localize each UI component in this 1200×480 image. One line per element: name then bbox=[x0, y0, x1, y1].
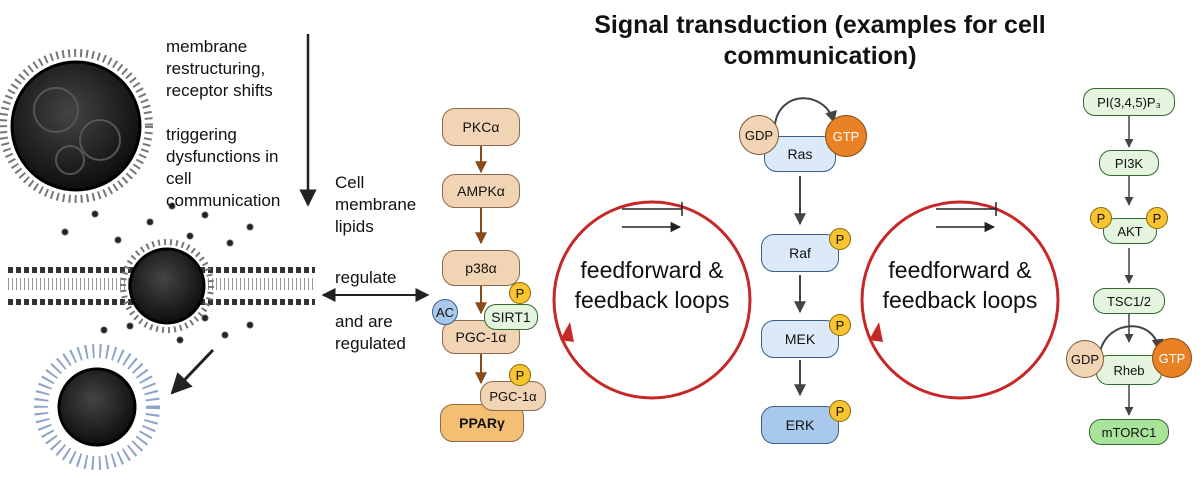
node-pgc1a: PGC-1α bbox=[442, 320, 520, 354]
figure-title: Signal transduction (examples for cell c… bbox=[594, 11, 1046, 70]
badge-p-akt-left: P bbox=[1090, 207, 1112, 229]
node-sirt1: SIRT1 bbox=[484, 304, 538, 330]
badge-ac: AC bbox=[432, 299, 458, 325]
badge-gtp-ras: GTP bbox=[825, 115, 867, 157]
node-ampka: AMPKα bbox=[442, 174, 520, 208]
note-triggering-dysfunctions: triggering dysfunctions in cell communic… bbox=[166, 125, 281, 210]
lipid-vesicle-small bbox=[34, 344, 160, 470]
badge-gdp-ras: GDP bbox=[739, 115, 779, 155]
loop-right-label: feedforward & feedback loops bbox=[882, 257, 1038, 313]
diagonal-arrow bbox=[170, 348, 215, 395]
node-mtorc1: mTORC1 bbox=[1089, 419, 1169, 445]
pi3k-pathway-arrows bbox=[1099, 116, 1164, 416]
badge-gdp-rheb: GDP bbox=[1066, 340, 1104, 378]
note-cell-membrane-lipids: Cell membrane lipids bbox=[335, 173, 417, 236]
node-erk: ERK bbox=[761, 406, 839, 444]
note-regulate: regulate bbox=[335, 268, 397, 287]
node-pip3: PI(3,4,5)P₃ bbox=[1083, 88, 1175, 116]
badge-gtp-rheb: GTP bbox=[1152, 338, 1192, 378]
loop-left-label: feedforward & feedback loops bbox=[574, 257, 730, 313]
note-and-are-regulated: and are regulated bbox=[335, 312, 406, 353]
badge-p-raf: P bbox=[829, 228, 851, 250]
node-pkca: PKCα bbox=[442, 108, 520, 146]
node-raf: Raf bbox=[761, 234, 839, 272]
note-membrane-restructuring: membrane restructuring, receptor shifts bbox=[166, 37, 273, 100]
node-rheb: Rheb bbox=[1096, 355, 1162, 385]
badge-p-erk: P bbox=[829, 400, 851, 422]
badge-p-sirt1: P bbox=[509, 282, 531, 304]
node-mek: MEK bbox=[761, 320, 839, 358]
feedback-loop-left bbox=[552, 200, 752, 400]
badge-p-akt-right: P bbox=[1146, 207, 1168, 229]
node-tsc12: TSC1/2 bbox=[1093, 288, 1165, 314]
badge-p-mek: P bbox=[829, 314, 851, 336]
node-pi3k: PI3K bbox=[1099, 150, 1159, 176]
node-pgc1a-phospho: PGC-1α bbox=[480, 381, 546, 411]
node-akt: AKT bbox=[1103, 218, 1157, 244]
free-lipids bbox=[61, 202, 254, 344]
node-p38a: p38α bbox=[442, 250, 520, 286]
lipid-vesicle-large bbox=[0, 49, 153, 203]
cell-membrane-bilayer bbox=[8, 239, 315, 333]
ras-pathway-arrows bbox=[774, 97, 837, 397]
badge-p-pgc1a: P bbox=[509, 364, 531, 386]
feedback-loop-right bbox=[860, 200, 1060, 400]
